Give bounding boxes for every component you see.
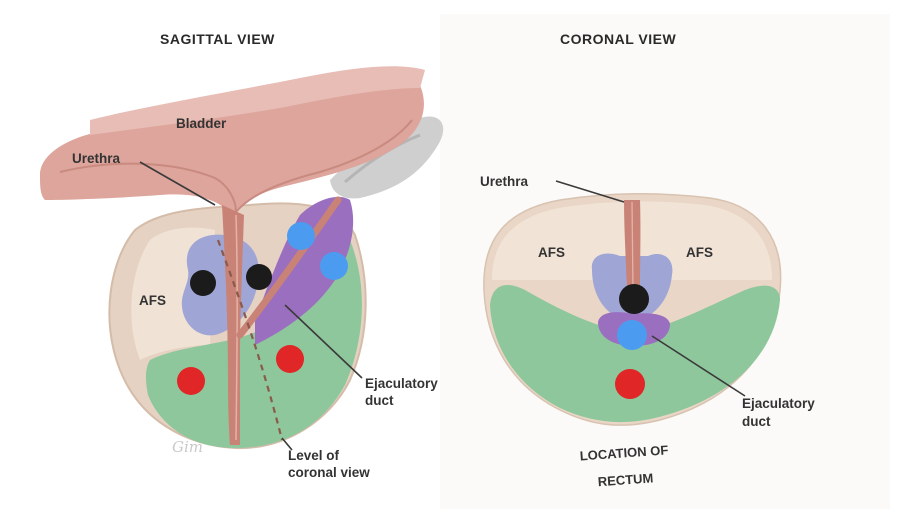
rectum-label-line1: LOCATION OF	[579, 442, 668, 463]
level-of-coronal-line	[216, 239, 284, 441]
bladder-label: Bladder	[176, 116, 227, 131]
coronal-view: CORONAL VIEW Urethra AFS AFS Ejaculatory…	[480, 31, 815, 489]
sagittal-afs-label: AFS	[139, 293, 166, 308]
coronal-ejaculatory-label-line1: Ejaculatory	[742, 396, 815, 411]
coronal-peripheral-zone	[490, 285, 780, 423]
coronal-marker-red	[615, 369, 645, 399]
marker-red-1	[276, 345, 304, 373]
coronal-ejaculatory-label-line2: duct	[742, 414, 771, 429]
coronal-urethra-leader	[555, 180, 625, 203]
sagittal-heading: SAGITTAL VIEW	[160, 31, 275, 47]
coronal-urethra-label: Urethra	[480, 174, 529, 189]
rectum-label-line2: RECTUM	[597, 470, 654, 489]
urethra-highlight	[235, 214, 238, 441]
central-zone	[255, 196, 354, 345]
coronal-heading: CORONAL VIEW	[560, 31, 676, 47]
coronal-marker-black	[619, 284, 649, 314]
coronal-urethra-highlight	[631, 201, 634, 291]
marker-red-2	[177, 367, 205, 395]
sagittal-ejaculatory-leader	[284, 304, 363, 379]
marker-black-2	[246, 264, 272, 290]
level-leader	[281, 437, 293, 451]
sagittal-view: SAGITTAL VIEW	[40, 31, 444, 480]
sagittal-urethra-label: Urethra	[72, 151, 121, 166]
coronal-ejaculatory-leader	[651, 335, 746, 397]
marker-black-1	[190, 270, 216, 296]
coronal-afs-right-label: AFS	[686, 245, 713, 260]
sagittal-ejaculatory-duct	[236, 196, 342, 339]
marker-blue-1	[287, 222, 315, 250]
coronal-afs-left-label: AFS	[538, 245, 565, 260]
bladder	[40, 84, 424, 215]
sagittal-ejaculatory-label-line2: duct	[365, 393, 394, 408]
sagittal-urethra-leader	[139, 161, 216, 206]
marker-blue-2	[320, 252, 348, 280]
artist-signature: Gim	[172, 438, 203, 456]
level-label-line1: Level of	[288, 448, 340, 463]
coronal-marker-blue	[617, 320, 647, 350]
bladder-wall-upper	[90, 66, 425, 135]
level-label-line2: coronal view	[288, 465, 370, 480]
sagittal-ejaculatory-label-line1: Ejaculatory	[365, 376, 438, 391]
